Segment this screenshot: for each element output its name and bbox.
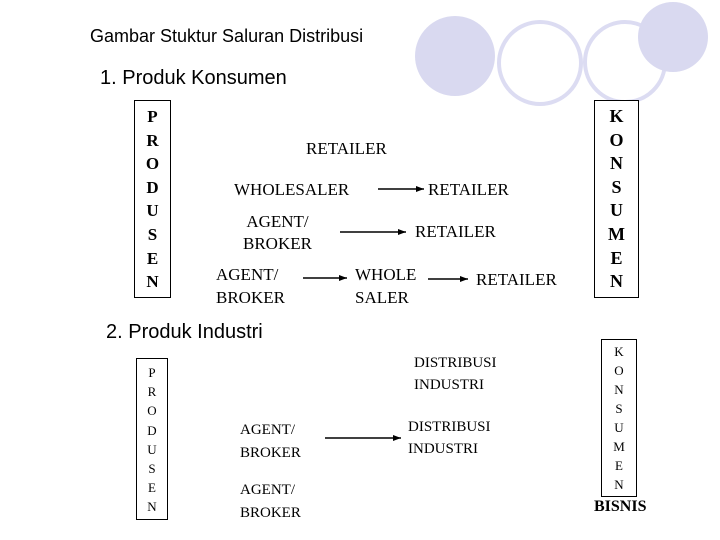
section-heading-industrial: 2. Produk Industri — [106, 321, 263, 343]
industrial-producer-box: P R O D U S E N — [136, 358, 168, 520]
channel4-agent: AGENT/ BROKER — [243, 212, 312, 253]
decor-circle-4 — [638, 2, 708, 72]
consumer-consumer-box: K O N S U M E N — [594, 100, 639, 298]
industrial-agent-1: AGENT/ BROKER — [240, 422, 301, 461]
channel5-wholesaler: WHOLE SALER — [355, 265, 417, 307]
industrial-consumer-box: K O N S U M E N — [601, 339, 637, 497]
page-title: Gambar Stuktur Saluran Distribusi — [90, 26, 364, 46]
channel3-wholesaler: WHOLESALER — [234, 180, 350, 199]
decor-circle-1 — [415, 16, 495, 96]
channel3-retailer: RETAILER — [428, 180, 509, 199]
channel5-retailer: RETAILER — [476, 270, 557, 289]
decor-circle-2 — [497, 20, 583, 106]
section-heading-consumer: 1. Produk Konsumen — [100, 67, 287, 89]
industrial-distributor-1: DISTRIBUSI INDUSTRI — [414, 355, 497, 393]
consumer-producer-box: P R O D U S E N — [134, 100, 171, 298]
industrial-agent-2: AGENT/ BROKER — [240, 482, 301, 521]
channel5-agent: AGENT/ BROKER — [216, 265, 285, 307]
industrial-distributor-2: DISTRIBUSI INDUSTRI — [408, 419, 491, 457]
business-label: BISNIS — [594, 498, 647, 515]
channel4-retailer: RETAILER — [415, 222, 496, 241]
channel2-retailer: RETAILER — [306, 139, 387, 158]
